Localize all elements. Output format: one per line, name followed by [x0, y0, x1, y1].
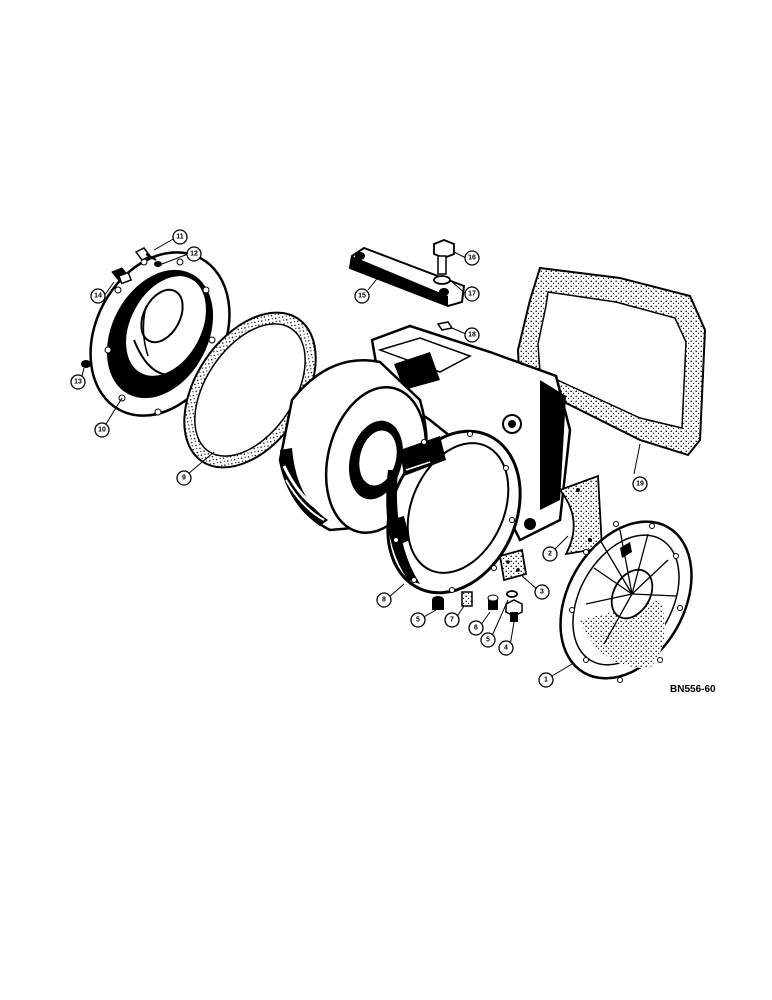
gasket-9-part	[183, 311, 317, 469]
callout-15-label: 15	[358, 293, 366, 300]
callout-15: 15	[354, 288, 370, 304]
bolt-11-part	[134, 247, 157, 261]
callout-14: 14	[90, 288, 106, 304]
fitting-4-part	[505, 599, 523, 622]
callout-12: 12	[186, 246, 202, 262]
plate-2-part	[558, 474, 603, 556]
callout-11-label: 11	[176, 234, 184, 241]
callout-9: 9	[176, 470, 192, 486]
plug-5-left-part	[432, 596, 444, 610]
callout-18-label: 18	[468, 332, 476, 339]
callout-5-left: 5	[410, 612, 426, 628]
cover-10-part	[89, 251, 231, 417]
callout-8: 8	[376, 592, 392, 608]
fitting-6-part	[487, 594, 499, 610]
plate-3-part	[498, 548, 528, 582]
callout-7-label: 7	[450, 617, 454, 624]
callout-11: 11	[172, 229, 188, 245]
callout-19: 19	[632, 476, 648, 492]
plug-13-part	[81, 360, 91, 368]
washer-12-part	[154, 261, 162, 267]
callout-19-label: 19	[636, 481, 644, 488]
callout-3: 3	[534, 584, 550, 600]
callout-17: 17	[464, 286, 480, 302]
callout-1: 1	[538, 672, 554, 688]
callout-8-label: 8	[382, 597, 386, 604]
callout-4-label: 4	[504, 645, 508, 652]
callout-16: 16	[464, 250, 480, 266]
transmission-housing-part	[278, 324, 572, 595]
callout-13-label: 13	[74, 379, 82, 386]
callout-10: 10	[94, 422, 110, 438]
callout-9-label: 9	[182, 475, 186, 482]
bolt-16-part	[433, 239, 455, 275]
callout-10-label: 10	[98, 427, 106, 434]
gasket-19-part	[516, 266, 707, 457]
callout-13: 13	[70, 374, 86, 390]
callout-5-left-label: 5	[416, 617, 420, 624]
strap-15-part	[348, 246, 466, 308]
callout-18: 18	[464, 327, 480, 343]
callout-4: 4	[498, 640, 514, 656]
fitting-7-part	[461, 591, 473, 607]
callout-2-label: 2	[548, 551, 552, 558]
callout-5-right: 5	[480, 632, 496, 648]
callout-2: 2	[542, 546, 558, 562]
fitting-14-part	[111, 267, 133, 285]
leader-lines	[81, 237, 641, 677]
washer-5-right-part	[506, 590, 518, 598]
callout-17-label: 17	[468, 291, 476, 298]
callout-14-label: 14	[94, 293, 102, 300]
callout-16-label: 16	[468, 255, 476, 262]
callout-6-label: 6	[474, 625, 478, 632]
pin-18-part	[436, 321, 454, 331]
callout-6: 6	[468, 620, 484, 636]
cover-1-part	[559, 520, 693, 683]
callout-3-label: 3	[540, 589, 544, 596]
callout-7: 7	[444, 612, 460, 628]
callout-12-label: 12	[190, 251, 198, 258]
drawing-reference: BN556-60	[670, 684, 716, 695]
callout-1-label: 1	[544, 677, 548, 684]
washer-17-part	[433, 275, 451, 285]
callout-5-right-label: 5	[486, 637, 490, 644]
